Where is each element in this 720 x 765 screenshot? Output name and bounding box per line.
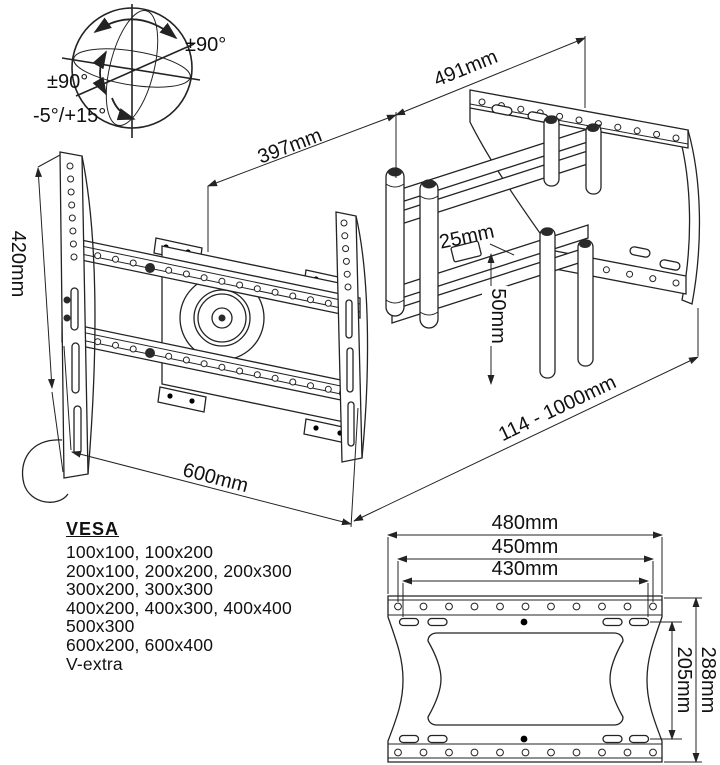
- tilt-range-label: -5°/+15°: [33, 105, 106, 127]
- front-plate-bottom-holes: [394, 748, 657, 757]
- arm-post: [419, 179, 439, 329]
- dim-430-label: 430mm: [492, 558, 559, 580]
- swivel-arrow: [93, 17, 178, 40]
- vesa-line: 500x300: [66, 616, 135, 637]
- dim-50-label: 50mm: [487, 288, 509, 344]
- dim-420-label: 420mm: [7, 231, 29, 298]
- tilt-arrow: [111, 97, 136, 121]
- pivot-pin: [539, 227, 556, 379]
- horizontal-axis: [61, 57, 201, 81]
- vesa-line: 300x200, 300x300: [66, 579, 214, 600]
- dim-205-label: 205mm: [673, 647, 695, 714]
- arm-clamp: [450, 240, 482, 263]
- rotate-arrow: [92, 50, 107, 96]
- front-view-dimensions: 480mm 450mm 430mm 205mm 288mm: [387, 512, 719, 763]
- diagonal-axis: [75, 43, 195, 97]
- wall-plate-front-view: 480mm 450mm 430mm 205mm 288mm: [387, 512, 719, 763]
- tv-bracket-left-rail: [21, 151, 96, 503]
- dim-288-label: 288mm: [697, 647, 719, 714]
- vesa-line: 600x200, 600x400: [66, 634, 214, 655]
- tv-bracket-right-rail: [335, 211, 369, 463]
- swivel-range-label: ±90°: [185, 34, 226, 56]
- pivot-pin: [577, 239, 594, 367]
- vesa-line: 200x100, 200x200, 200x300: [66, 560, 292, 581]
- dim-600-label: 600mm: [180, 459, 250, 497]
- vesa-heading: VESA: [66, 519, 120, 539]
- main-isometric-view: 420mm 397mm 491mm 25mm 50mm 600mm: [7, 36, 701, 528]
- vesa-line: V-extra: [66, 653, 123, 674]
- arm-post: [385, 167, 405, 317]
- dim-450-label: 450mm: [492, 536, 559, 558]
- dim-491-label: 491mm: [431, 46, 501, 92]
- dim-480-label: 480mm: [492, 512, 559, 534]
- front-plate-top-holes: [394, 602, 657, 611]
- rotation-diagram: ±90° ±90° -5°/+15°: [33, 4, 226, 138]
- pivot-pin: [543, 115, 560, 187]
- front-plate-cutout: [427, 632, 624, 726]
- rotation-range-label: ±90°: [47, 71, 88, 93]
- bracket-hook: [21, 439, 69, 503]
- vesa-list: VESA 100x100, 100x200 200x100, 200x200, …: [66, 519, 346, 673]
- pivot-pin: [585, 123, 602, 195]
- dim-397-label: 397mm: [255, 124, 325, 168]
- vesa-line: 100x100, 100x200: [66, 542, 214, 562]
- vesa-line: 400x200, 400x300, 400x400: [66, 597, 292, 618]
- dim-extension-label: 114 - 1000mm: [495, 371, 620, 446]
